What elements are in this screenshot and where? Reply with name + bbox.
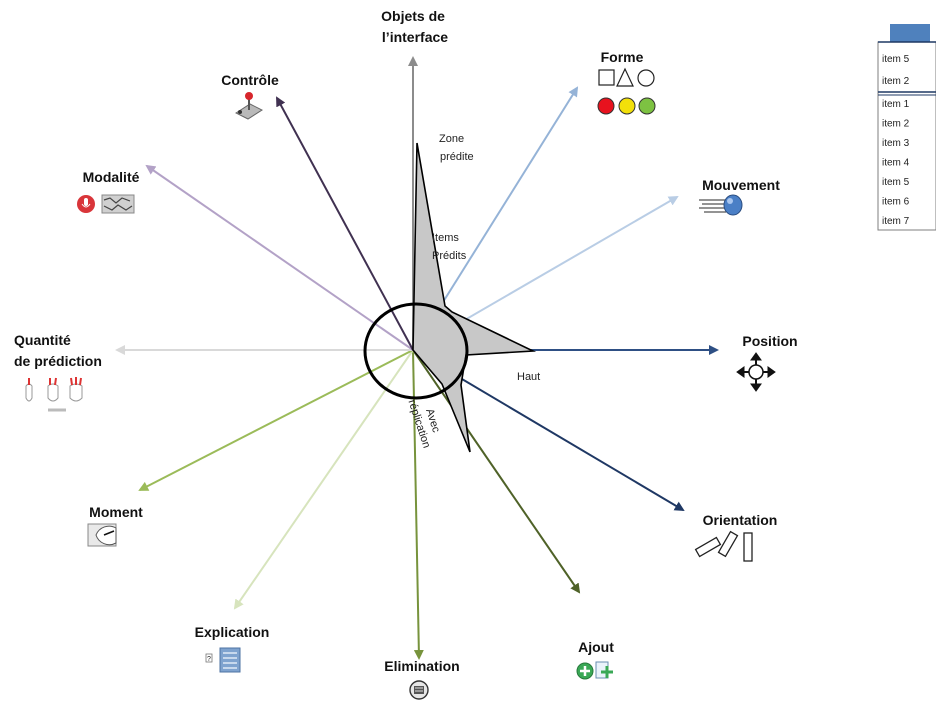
axis-explication-arrow [233, 349, 414, 610]
label-forme: Forme [601, 49, 644, 65]
menu-predicted-item[interactable]: item 5 [882, 54, 910, 65]
label-position: Position [742, 333, 797, 349]
menu-item[interactable]: item 2 [882, 119, 910, 130]
explication-icon: ? [205, 647, 241, 673]
forme-colors-icon [597, 97, 656, 115]
explication-question-mark: ? [207, 656, 211, 663]
axis-elimination-arrow [412, 349, 424, 660]
menu-item[interactable]: item 3 [882, 138, 910, 149]
moment-clock-icon [87, 523, 117, 547]
axis-moment-arrow [138, 349, 414, 491]
menu-item[interactable]: item 6 [882, 197, 910, 208]
annotation-avec-replication: Avec réplication [406, 394, 446, 450]
elimination-icon [409, 680, 429, 700]
menu-item[interactable]: item 4 [882, 158, 910, 169]
controle-joystick-icon [234, 92, 264, 120]
forme-shapes-icon [598, 67, 655, 87]
annotation-items-predits: Items Prédits [432, 232, 467, 262]
center-ellipse [363, 302, 469, 400]
menu-item[interactable]: item 7 [882, 216, 910, 227]
label-controle: Contrôle [221, 72, 279, 88]
label-explication: Explication [195, 624, 270, 640]
label-elimination: Elimination [384, 658, 459, 674]
menu-panel: item 5 item 2 item 1 item 2 item 3 item 4 item… [877, 24, 936, 231]
menu-body [877, 41, 936, 231]
label-quantite: Quantité de prédiction [14, 332, 102, 369]
label-mouvement: Mouvement [702, 177, 780, 193]
axis-modalite-arrow [145, 164, 414, 351]
annotation-haut: Haut [517, 371, 540, 383]
label-modalite: Modalité [83, 169, 140, 185]
axis-controle-arrow [276, 96, 414, 351]
modalite-icon [77, 194, 135, 214]
annotation-zone-predite: Zone prédite [439, 133, 474, 163]
menu-item[interactable]: item 5 [882, 177, 910, 188]
ajout-add-icon [576, 661, 613, 680]
predicted-zone-shape [412, 142, 537, 453]
menu-items: item 5 item 2 item 1 item 2 item 3 item 4 item… [882, 54, 910, 227]
axis-ajout-arrow [412, 349, 581, 594]
menu-predicted-item[interactable]: item 2 [882, 76, 910, 87]
quantite-hands-icon [25, 377, 83, 412]
label-orientation: Orientation [703, 512, 778, 528]
menu-item[interactable]: item 1 [882, 99, 910, 110]
orientation-icon [694, 530, 753, 562]
mouvement-icon [699, 194, 743, 216]
label-moment: Moment [89, 504, 143, 520]
menu-header [890, 24, 930, 42]
position-move-icon [736, 352, 776, 392]
label-objets: Objets de l’interface [381, 8, 449, 45]
label-ajout: Ajout [578, 639, 614, 655]
